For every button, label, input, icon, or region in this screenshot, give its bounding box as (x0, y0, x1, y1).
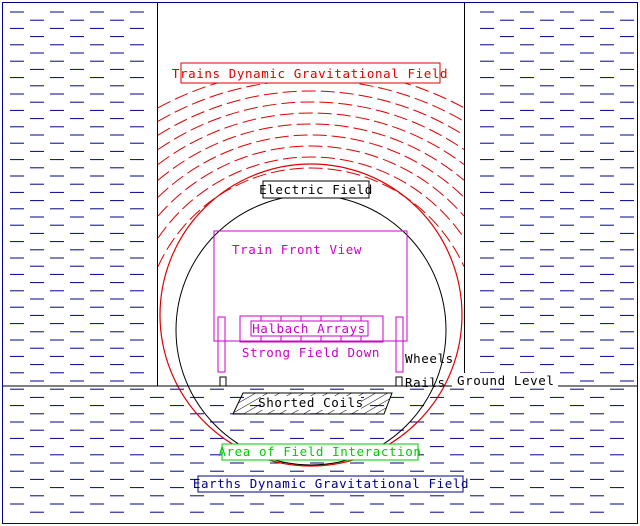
earths-field-label-box (197, 475, 464, 493)
wheels-label: Wheels (405, 351, 454, 366)
train-field-arc (157, 145, 465, 217)
trains-field-label: Trains Dynamic Gravitational Field (172, 66, 448, 81)
train-front-view-label: Train Front View (232, 242, 362, 257)
shorted-coils-label: Shorted Coils (258, 395, 364, 410)
interaction-label-box (221, 443, 419, 461)
train-field-arc (157, 167, 465, 267)
train-field-arc (157, 112, 465, 165)
wheel-left (217, 316, 226, 373)
train-field-arc (157, 123, 465, 181)
train-field-arcs (157, 68, 465, 316)
wheel-right (395, 316, 404, 373)
rail-left (219, 376, 227, 387)
earths-field-label: Earths Dynamic Gravitational Field (193, 476, 469, 491)
halbach-array-block (239, 315, 384, 343)
trains-field-label-box (180, 62, 441, 84)
train-field-arc (157, 134, 465, 198)
train-field-arc (157, 156, 465, 239)
train-body (213, 230, 408, 342)
train-field-arc (157, 101, 465, 150)
electric-field-label: Electric Field (259, 182, 373, 197)
train-field-arc (157, 79, 465, 122)
rails-label: Rails (405, 375, 446, 390)
rail-right (395, 376, 403, 387)
strong-field-down-label: Strong Field Down (242, 345, 380, 360)
train-field-boundary (159, 314, 463, 467)
shorted-coils-label-bg (261, 396, 361, 410)
ground-level-label: Ground Level (457, 373, 555, 388)
train-field-inner-arc (159, 163, 463, 316)
earth-field-dashes (10, 11, 634, 513)
area-of-interaction-label: Area of Field Interaction (218, 444, 421, 459)
halbach-arrays-label: Halbach Arrays (252, 321, 366, 336)
halbach-label-box (250, 320, 369, 337)
electric-field-label-box (262, 180, 370, 199)
train-field-arc (157, 90, 465, 136)
ground-level-label-bg (452, 373, 558, 387)
